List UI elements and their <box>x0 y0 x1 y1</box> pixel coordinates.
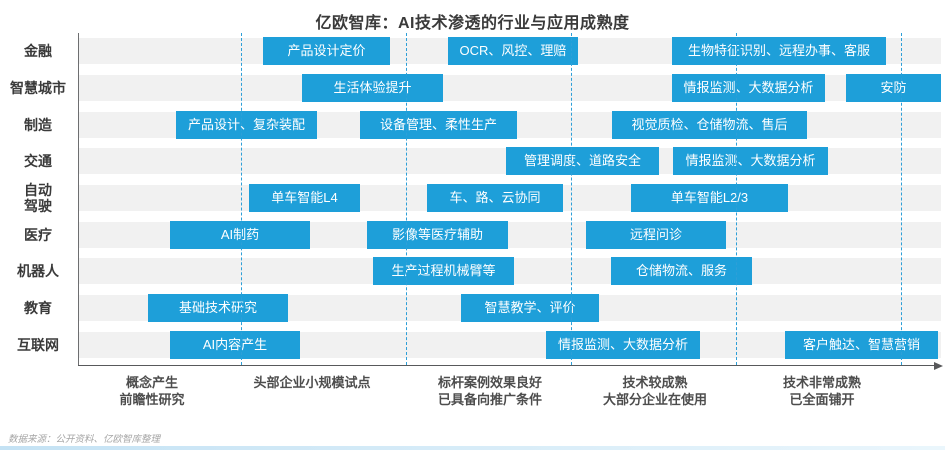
industry-label: 机器人 <box>17 263 59 279</box>
app-box: 设备管理、柔性生产 <box>360 111 517 139</box>
app-box: 生物特征识别、远程办事、客服 <box>672 37 886 65</box>
x-axis-arrow-icon <box>934 361 943 370</box>
app-box: 情报监测、大数据分析 <box>672 74 825 102</box>
industry-label: 金融 <box>24 43 52 59</box>
source-note: 数据来源：公开资料、亿欧智库整理 <box>8 434 161 445</box>
stage-label: 标杆案例效果良好 已具备向推广条件 <box>437 375 543 407</box>
stage-grid-line <box>571 33 572 365</box>
stage-label: 头部企业小规模试点 <box>253 375 371 390</box>
industry-label: 制造 <box>24 117 52 133</box>
stage-grid-line <box>901 33 902 365</box>
app-box: 产品设计、复杂装配 <box>176 111 317 139</box>
app-box: 基础技术研究 <box>148 294 288 322</box>
app-box: 车、路、云协同 <box>427 184 563 212</box>
app-box: 视觉质检、仓储物流、售后 <box>612 111 807 139</box>
stage-grid-line <box>241 33 242 365</box>
bottom-accent-strip <box>0 446 945 450</box>
app-box: 产品设计定价 <box>263 37 390 65</box>
app-box: 生活体验提升 <box>302 74 443 102</box>
app-box: 安防 <box>846 74 941 102</box>
app-box: 管理调度、道路安全 <box>506 147 659 175</box>
industry-label: 智慧城市 <box>10 80 66 96</box>
stage-label: 技术非常成熟 已全面铺开 <box>782 375 862 407</box>
industry-label: 教育 <box>24 300 52 316</box>
chart-title: 亿欧智库：AI技术渗透的行业与应用成熟度 <box>315 15 630 32</box>
app-box: 智慧教学、评价 <box>461 294 599 322</box>
industry-label: 互联网 <box>17 337 59 353</box>
stage-grid-line <box>406 33 407 365</box>
app-box: 情报监测、大数据分析 <box>546 331 700 359</box>
app-box: 仓储物流、服务 <box>611 257 752 285</box>
x-axis <box>78 365 936 366</box>
y-axis <box>78 33 79 365</box>
industry-label: 自动 驾驶 <box>24 182 52 214</box>
app-box: 情报监测、大数据分析 <box>673 147 828 175</box>
app-box: 影像等医疗辅助 <box>367 221 508 249</box>
app-box: AI制药 <box>170 221 310 249</box>
app-box: 单车智能L4 <box>249 184 360 212</box>
app-box: 客户触达、智慧营销 <box>785 331 938 359</box>
app-box: 单车智能L2/3 <box>631 184 788 212</box>
app-box: AI内容产生 <box>170 331 300 359</box>
app-box: 远程问诊 <box>586 221 726 249</box>
stage-label: 概念产生 前瞻性研究 <box>119 375 185 407</box>
app-box: OCR、风控、理赔 <box>448 37 578 65</box>
industry-label: 医疗 <box>24 227 52 243</box>
stage-grid-line <box>736 33 737 365</box>
stage-label: 技术较成熟 大部分企业在使用 <box>602 375 708 407</box>
industry-label: 交通 <box>24 153 52 169</box>
app-box: 生产过程机械臂等 <box>373 257 514 285</box>
